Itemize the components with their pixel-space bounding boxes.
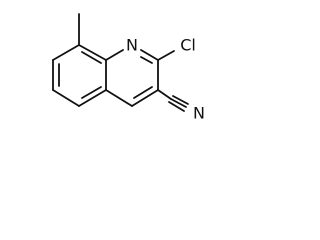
bond-c3-c4	[131, 89, 159, 107]
bond-c7-c8	[52, 44, 80, 61]
atom-label-n1: N	[126, 36, 138, 55]
double-bond-c8-c8a	[81, 51, 102, 64]
bond-c2-cl	[157, 50, 175, 61]
bond-c3-cnitrile	[157, 89, 172, 100]
double-bond-c3-c4	[133, 86, 153, 99]
bond-c4-c4a	[105, 89, 133, 107]
bond-n1-c2	[140, 49, 159, 61]
triple-bond-cn-2	[168, 101, 185, 112]
quinoline-structure: N Cl N	[52, 13, 205, 123]
bond-c8-c8a	[78, 44, 107, 61]
atom-label-nitrile-n: N	[193, 104, 205, 123]
atom-label-cl: Cl	[180, 36, 196, 55]
double-bond-c4a-c5	[81, 86, 102, 99]
bond-c8a-n1	[105, 49, 124, 61]
bond-c5-c6	[52, 89, 80, 107]
triple-bond-cn-1	[170, 98, 187, 108]
double-bond-n1-c2	[140, 56, 153, 64]
triple-bond-cn-3	[172, 95, 189, 105]
bond-c4a-c5	[78, 89, 107, 107]
